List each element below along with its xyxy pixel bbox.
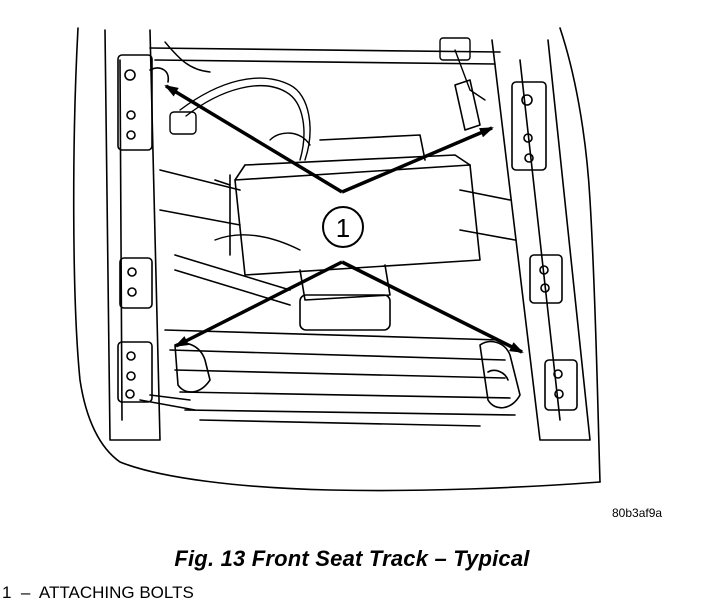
- legend-item-1: 1 – ATTACHING BOLTS: [2, 583, 194, 603]
- callout-leader-arrows: [164, 84, 524, 354]
- legend-number: 1: [2, 583, 12, 602]
- front-right-bolt-bracket: [479, 340, 521, 409]
- figure-caption: Fig. 13 Front Seat Track – Typical: [174, 546, 530, 571]
- seat-cushion-outline: [72, 27, 601, 492]
- legend-text: ATTACHING BOLTS: [38, 583, 194, 602]
- rear-bolt-brackets: [149, 67, 481, 131]
- callout-1-number: 1: [336, 213, 350, 243]
- front-left-bolt-bracket: [139, 342, 211, 411]
- right-track-rail: [491, 39, 591, 441]
- left-track-rail: [104, 29, 161, 441]
- frame-cross-members: [149, 47, 516, 427]
- legend-separator: –: [20, 583, 31, 602]
- callout-1: 1: [322, 206, 364, 248]
- wiring-harness: [164, 37, 486, 251]
- image-code: 80b3af9a: [612, 506, 663, 520]
